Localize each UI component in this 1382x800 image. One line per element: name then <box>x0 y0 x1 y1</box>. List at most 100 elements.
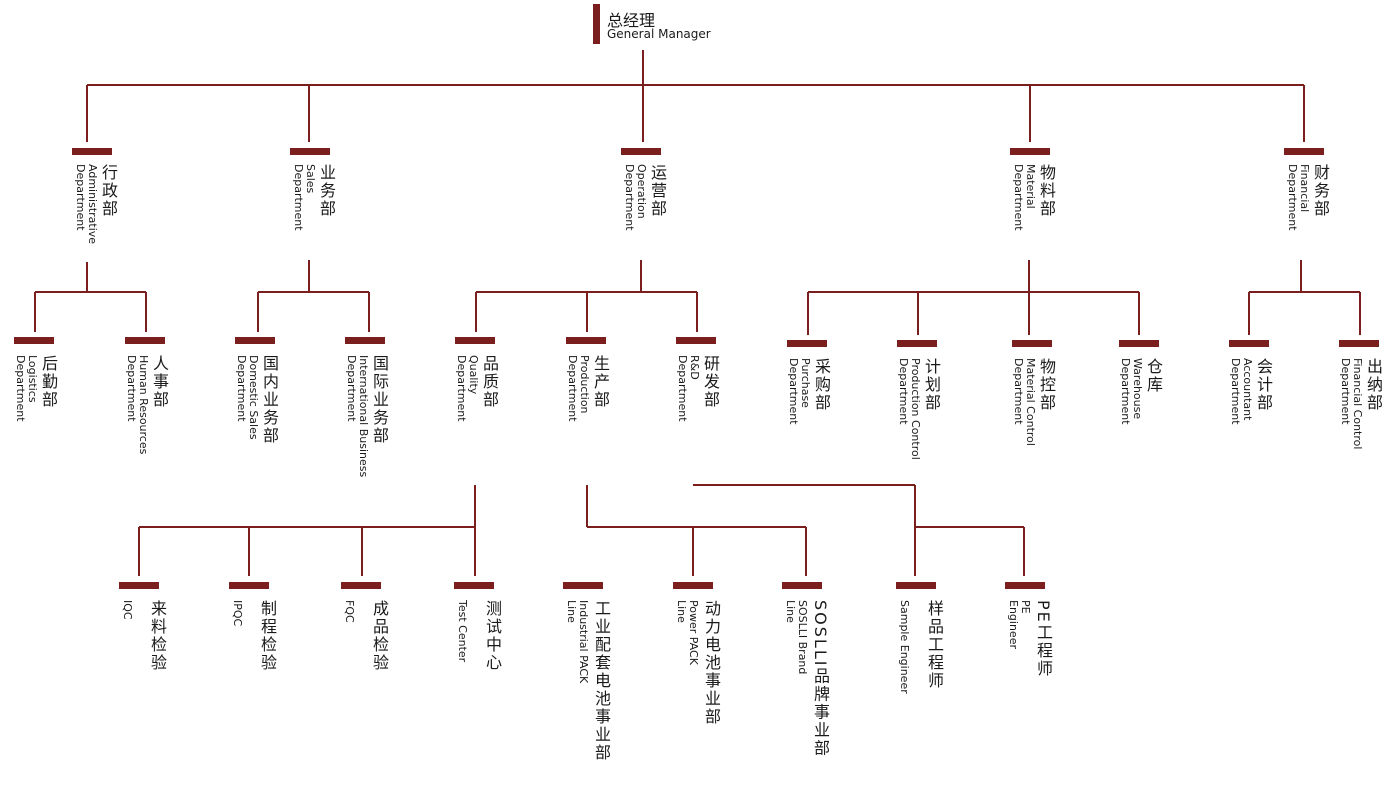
node-label-cn: 仓库 <box>1144 358 1163 394</box>
node-label-cn: 运营部 <box>648 164 667 218</box>
node-label-en-line: Line <box>675 600 688 623</box>
node-label-en-line: Department <box>125 355 138 422</box>
node-label-en-line: Test Center <box>456 600 469 663</box>
node-label-en-line: Department <box>1012 358 1025 425</box>
node-label-en-line: Department <box>623 164 636 231</box>
node-label-cn: 物料部 <box>1037 164 1056 218</box>
node-label-cn: 财务部 <box>1311 164 1330 218</box>
node-label-en-line: FQC <box>343 600 356 623</box>
node-label-en-line: Department <box>1286 164 1299 231</box>
node-label-en-line: Production Control <box>909 358 922 460</box>
node-label-en-line: Industrial PACK <box>577 600 590 684</box>
node-label-en-line: Department <box>1229 358 1242 425</box>
node-label-en-line: Line <box>784 600 797 623</box>
node-label-cn: 计划部 <box>922 358 941 412</box>
node-label-en: Test Center <box>456 600 469 663</box>
node-label-cn: 成品检验 <box>370 600 389 672</box>
node-marker <box>897 340 937 347</box>
node-label-en-line: Human Resources <box>137 355 150 455</box>
node-label-cn: 人事部 <box>150 355 169 409</box>
node-label-en-line: Department <box>74 164 87 231</box>
node-marker <box>235 337 275 344</box>
node-marker <box>1012 340 1052 347</box>
node-label-en-line: Purchase <box>799 358 812 408</box>
node-marker <box>345 337 385 344</box>
node-label-cn: 测试中心 <box>483 600 502 672</box>
node-label-cn: 会计部 <box>1254 358 1273 412</box>
node-label-cn: 生产部 <box>591 355 610 409</box>
node-label-en-line: Operation <box>635 164 648 219</box>
node-marker <box>454 582 494 589</box>
node-marker <box>787 340 827 347</box>
root-title-en: General Manager <box>607 27 711 41</box>
node-marker <box>1005 582 1045 589</box>
node-marker <box>119 582 159 589</box>
node-label-en-line: Department <box>292 164 305 231</box>
node-label-cn: PE工程师 <box>1034 600 1053 678</box>
node-label-en-line: Department <box>345 355 358 422</box>
node-marker <box>566 337 606 344</box>
node-label-en-line: SOSLLI Brand <box>796 600 809 675</box>
node-label-en-line: Engineer <box>1007 600 1020 649</box>
node-marker <box>125 337 165 344</box>
node-label-en-line: IQC <box>121 600 134 620</box>
node-label-en-line: Department <box>455 355 468 422</box>
node-label-en-line: Sales <box>304 164 317 194</box>
node-label-en-line: PE <box>1019 600 1032 614</box>
node-marker <box>896 582 936 589</box>
node-label-cn: 品质部 <box>480 355 499 409</box>
node-label-en-line: Administrative <box>86 164 99 245</box>
node-label-en-line: Financial <box>1298 164 1311 213</box>
node-label-en-line: Department <box>787 358 800 425</box>
node-label-en-line: Financial Control <box>1351 358 1364 450</box>
node-label-en-line: R&D <box>688 355 701 380</box>
node-marker <box>341 582 381 589</box>
node-label-en-line: International Business <box>357 355 370 478</box>
node-marker <box>563 582 603 589</box>
node-label-en-line: Power PACK <box>687 600 700 665</box>
node-label-en-line: Logistics <box>26 355 39 403</box>
node-label-en-line: Department <box>235 355 248 422</box>
node-label-cn: 研发部 <box>701 355 720 409</box>
root-title-cn: 总经理 <box>607 11 656 30</box>
node-label-en-line: Department <box>1339 358 1352 425</box>
node-label-cn: 样品工程师 <box>925 600 944 690</box>
node-marker <box>782 582 822 589</box>
node-label-cn: 国内业务部 <box>260 355 279 445</box>
node-label-en: IPQC <box>231 600 244 627</box>
node-marker <box>1339 340 1379 347</box>
node-marker <box>290 148 330 155</box>
node-marker <box>229 582 269 589</box>
node-marker <box>14 337 54 344</box>
node-marker <box>72 148 112 155</box>
node-marker <box>455 337 495 344</box>
root-marker <box>593 4 600 44</box>
node-label-en-line: Material Control <box>1024 358 1037 446</box>
node-label-cn: SOSLLI品牌事业部 <box>811 600 830 758</box>
node-marker <box>1284 148 1324 155</box>
node-label-en-line: Department <box>897 358 910 425</box>
node-label-en-line: Department <box>566 355 579 422</box>
node-label-en-line: Sample Engineer <box>898 600 911 694</box>
node-label-cn: 采购部 <box>812 358 831 412</box>
node-label-en-line: Warehouse <box>1131 358 1144 420</box>
node-label-cn: 后勤部 <box>39 355 58 409</box>
node-label-cn: 业务部 <box>317 164 336 218</box>
node-label-en-line: IPQC <box>231 600 244 627</box>
